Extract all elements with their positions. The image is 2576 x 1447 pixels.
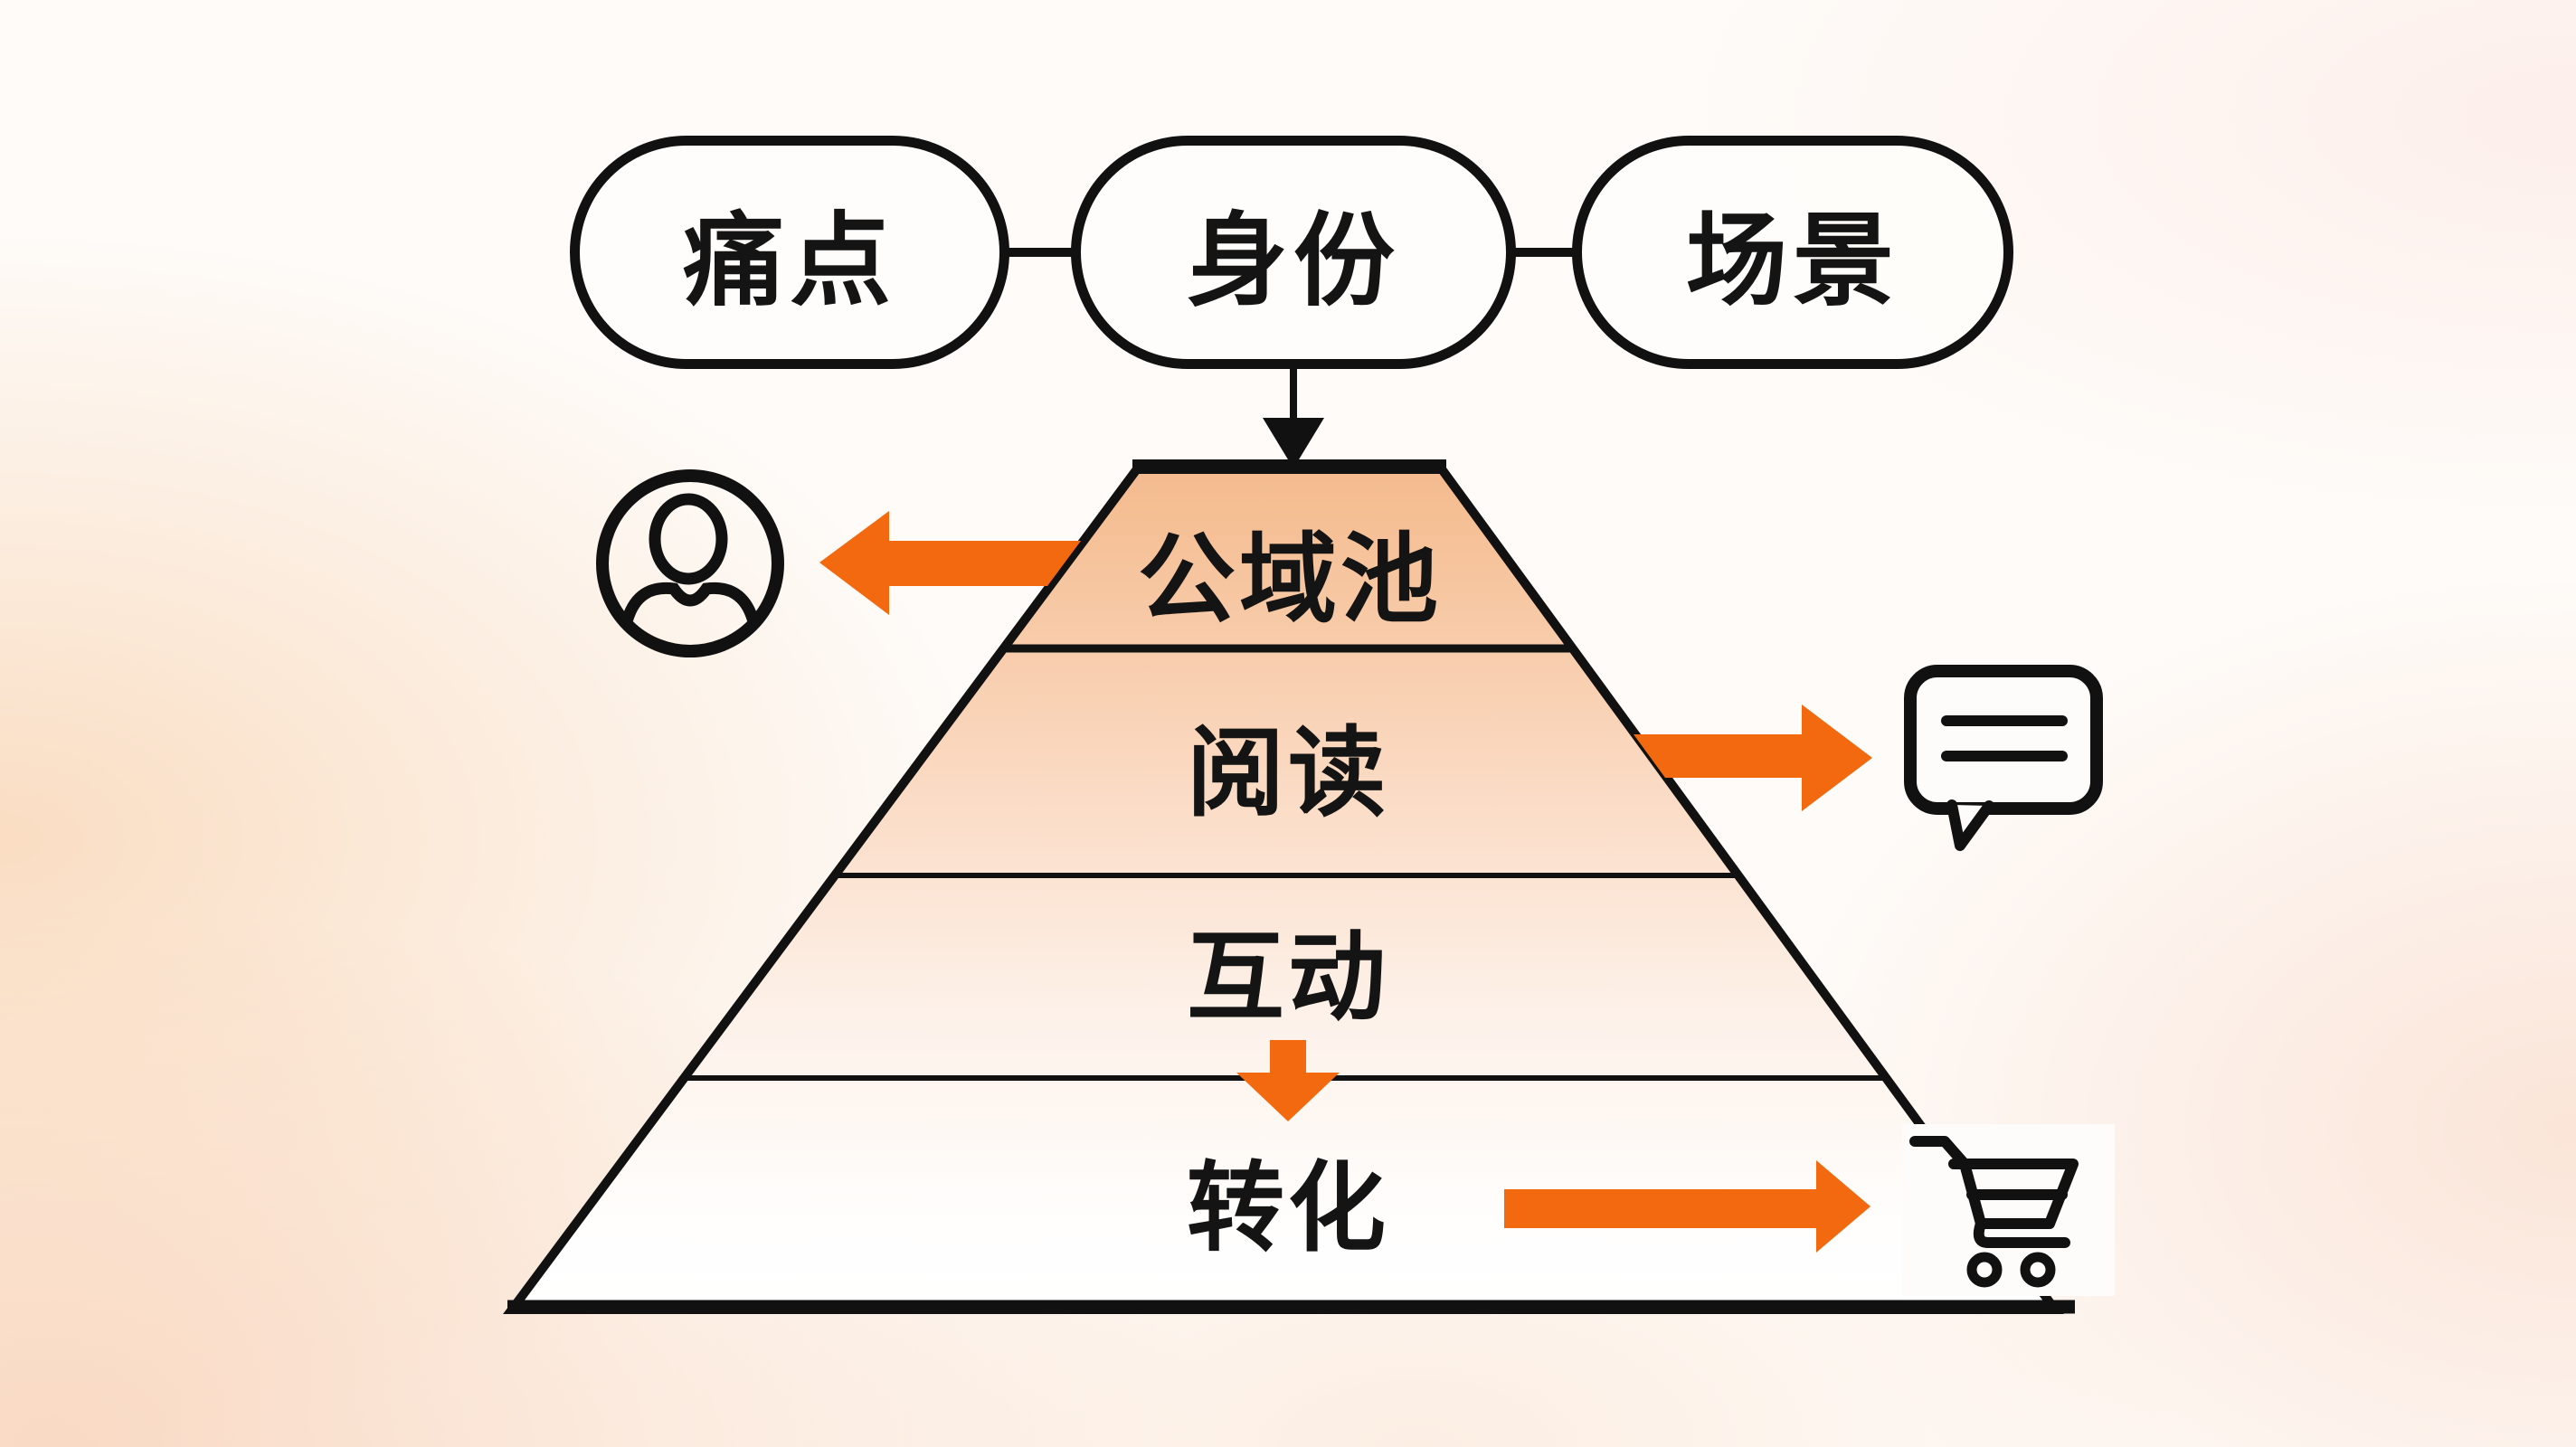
right-arrow-read bbox=[1634, 705, 1872, 811]
user-avatar-icon bbox=[596, 469, 784, 657]
down-arrow-small bbox=[1236, 1040, 1340, 1121]
node-label: 痛点 bbox=[683, 204, 896, 317]
node-pill-pain-point: 痛点 bbox=[570, 136, 1009, 369]
edge-mask bbox=[1902, 1124, 2115, 1296]
node-label: 身份 bbox=[1187, 204, 1400, 317]
funnel-layer-label-public-pool: 公域池 bbox=[1137, 525, 1443, 634]
funnel-layer-label-read: 阅读 bbox=[1186, 718, 1390, 828]
right-arrow-convert bbox=[1504, 1160, 1870, 1253]
node-pill-scene: 场景 bbox=[1572, 136, 2013, 369]
node-label: 场景 bbox=[1686, 204, 1899, 317]
chat-bubble-icon bbox=[1904, 665, 2103, 851]
funnel-layer-label-interact: 互动 bbox=[1186, 922, 1390, 1032]
shopping-cart-icon bbox=[1909, 1136, 2079, 1288]
left-arrow-shaft-top bbox=[889, 541, 1081, 563]
funnel-layer-label-convert: 转化 bbox=[1186, 1153, 1390, 1263]
node-pill-identity: 身份 bbox=[1071, 136, 1516, 369]
node-down-arrow-head bbox=[1263, 418, 1324, 468]
